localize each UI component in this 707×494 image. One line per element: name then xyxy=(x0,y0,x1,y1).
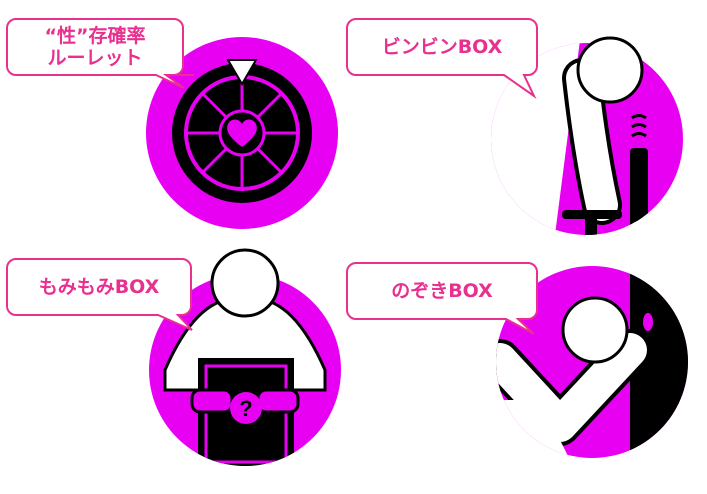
momimomi-box-tile[interactable]: ? もみもみBOX xyxy=(0,248,341,494)
roulette-label-line1: “性”存確率 xyxy=(44,25,146,47)
binbin-box-tile[interactable]: ビンビンBOX xyxy=(340,0,707,240)
nozoki-label: のぞきBOX xyxy=(391,280,493,302)
binbin-label: ビンビンBOX xyxy=(381,36,503,58)
peeking-box-icon xyxy=(496,266,688,458)
roulette-tile[interactable]: “性”存確率 ルーレット xyxy=(0,0,338,235)
svg-text:?: ? xyxy=(239,396,252,421)
nozoki-label-bubble: のぞきBOX xyxy=(346,262,538,335)
binbin-label-bubble: ビンビンBOX xyxy=(346,18,538,99)
momimomi-label: もみもみBOX xyxy=(38,276,160,298)
mystery-box-icon: ? xyxy=(149,248,341,466)
nozoki-box-tile[interactable]: のぞきBOX xyxy=(340,250,707,494)
roulette-label-line2: ルーレット xyxy=(47,47,143,69)
roulette-label-bubble: “性”存確率 ルーレット xyxy=(6,18,194,89)
momimomi-label-bubble: もみもみBOX xyxy=(6,258,193,331)
binbin-box-icon xyxy=(491,36,683,235)
roulette-wheel-icon xyxy=(146,37,338,229)
